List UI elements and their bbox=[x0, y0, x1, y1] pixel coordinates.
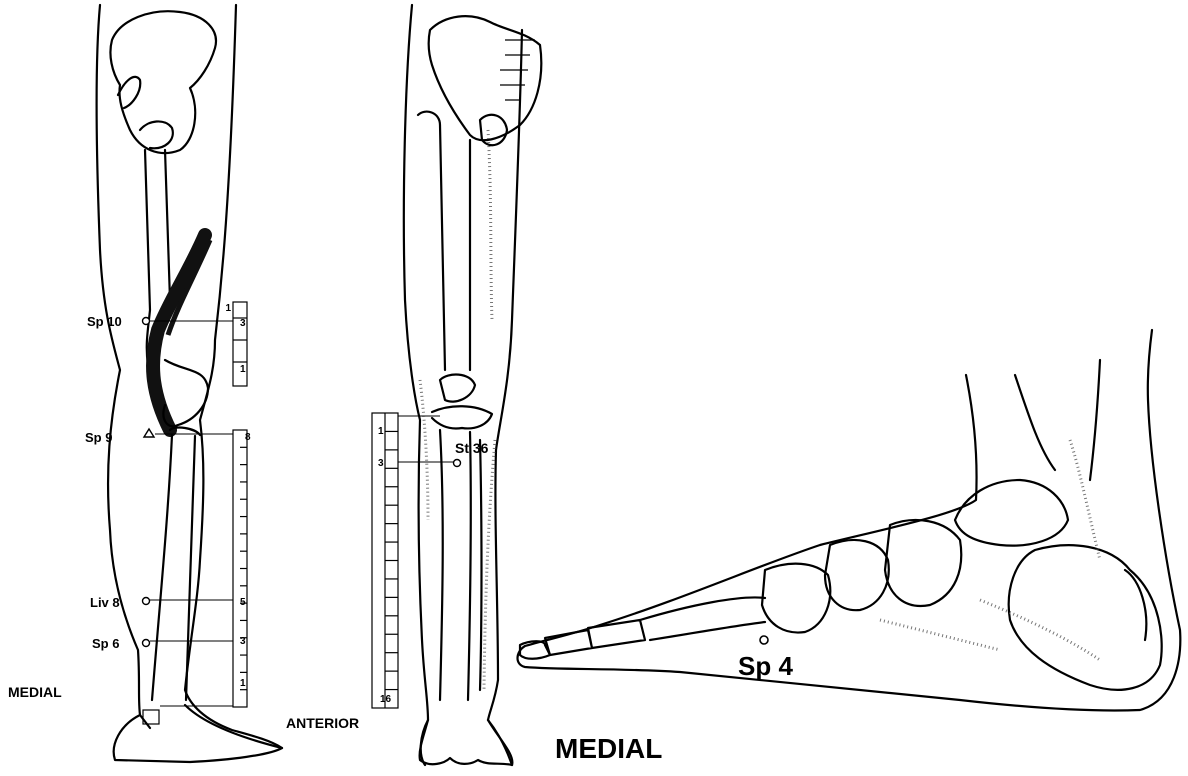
sp10-label: Sp 10 bbox=[87, 314, 122, 329]
tibia-bone bbox=[152, 435, 172, 700]
foot-talus bbox=[955, 480, 1068, 546]
sp6-label: Sp 6 bbox=[92, 636, 119, 651]
shin-scale: 8 5 3 1 bbox=[233, 430, 251, 707]
left-leg-medial-view: 1 3 1 8 5 3 1 Sp 10 Sp 9 Liv 8 Sp 6 MEDI… bbox=[8, 5, 282, 762]
sp9-label: Sp 9 bbox=[85, 430, 112, 445]
center-scale: 1 3 16 bbox=[372, 413, 398, 708]
left-view-label: MEDIAL bbox=[8, 684, 62, 700]
shin-scale-label-8: 8 bbox=[245, 432, 251, 443]
center-scale-label-1: 1 bbox=[378, 426, 384, 437]
center-fibula bbox=[480, 440, 482, 690]
foot-medial-view: Sp 4 MEDIAL bbox=[518, 330, 1181, 764]
foot-view-label: MEDIAL bbox=[555, 733, 662, 764]
sp4-label: Sp 4 bbox=[738, 651, 793, 681]
liv8-point-marker bbox=[143, 598, 150, 605]
shin-scale-label-1: 1 bbox=[240, 678, 246, 689]
sp4-point-marker bbox=[760, 636, 768, 644]
sp10-point-marker bbox=[143, 318, 150, 325]
thigh-scale-label-1b: 1 bbox=[240, 364, 246, 375]
thigh-scale-label-1: 1 bbox=[225, 303, 231, 314]
foot-leg-outline bbox=[518, 330, 1181, 711]
foot-cuneiform bbox=[825, 540, 889, 610]
center-scale-label-3: 3 bbox=[378, 458, 384, 469]
shin-scale-label-3: 3 bbox=[240, 636, 246, 647]
center-pelvis bbox=[429, 16, 542, 140]
shin-scale-label-5: 5 bbox=[240, 597, 246, 608]
st36-label: St 36 bbox=[455, 440, 489, 456]
sp6-point-marker bbox=[143, 640, 150, 647]
fibula-bone bbox=[186, 436, 195, 700]
center-scale-label-16: 16 bbox=[380, 694, 392, 705]
center-leg-anterior-view: 1 3 16 St 36 ANTERIOR bbox=[286, 5, 541, 765]
liv8-label: Liv 8 bbox=[90, 595, 120, 610]
foot-phalanges bbox=[520, 620, 645, 659]
sp9-point-marker bbox=[144, 429, 154, 437]
foot-metatarsal bbox=[762, 564, 830, 633]
center-tibia bbox=[440, 430, 471, 700]
foot-calcaneus bbox=[1009, 545, 1162, 690]
st36-point-marker bbox=[454, 460, 461, 467]
center-femur bbox=[418, 112, 475, 402]
thigh-scale-label-3: 3 bbox=[240, 318, 246, 329]
thigh-scale: 1 3 1 bbox=[225, 302, 247, 386]
center-foot bbox=[420, 720, 512, 765]
foot-navicular bbox=[885, 520, 961, 606]
center-view-label: ANTERIOR bbox=[286, 715, 359, 731]
left-foot bbox=[140, 705, 282, 748]
center-leg-outline bbox=[404, 5, 522, 765]
